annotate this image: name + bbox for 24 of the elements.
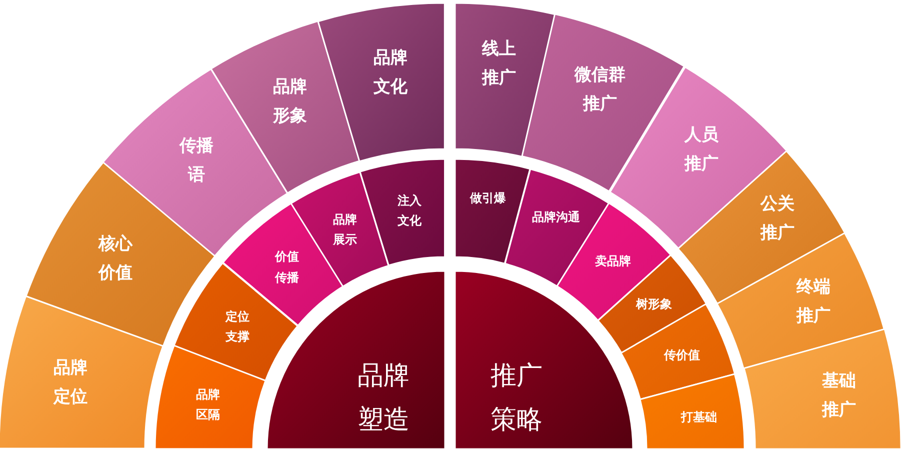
- segment-label: 品牌区隔: [195, 386, 222, 424]
- segment-label: 线上推广: [480, 38, 517, 90]
- segment-label: 价值传播: [274, 248, 300, 286]
- segment-label: 传价值: [662, 346, 702, 364]
- segment-label: 人员推广: [683, 124, 720, 176]
- segment-label: 定位支撑: [224, 308, 250, 346]
- segment-label: 做引爆: [468, 190, 507, 208]
- segment-label: 品牌文化: [372, 46, 408, 99]
- segment-label: 公关推广: [759, 192, 796, 245]
- segment-label: 品牌沟通: [530, 209, 581, 226]
- segment-label: 树形象: [634, 296, 673, 314]
- segment-label: 卖品牌: [594, 252, 632, 270]
- segment-label: 基础推广: [820, 370, 857, 422]
- segment-label: 品牌形象: [272, 76, 308, 128]
- center-label: 品牌塑造: [356, 359, 411, 436]
- segment-label: 品牌定位: [52, 357, 88, 409]
- segment-label: 微信群推广: [573, 64, 627, 116]
- segment-label: 注入文化: [396, 192, 422, 230]
- segment-label: 品牌展示: [332, 211, 358, 249]
- center-label: 推广策略: [489, 359, 544, 436]
- segment-label: 传播语: [178, 135, 214, 188]
- segment-label: 核心价值: [97, 232, 134, 285]
- segment-label: 终端推广: [795, 276, 832, 328]
- segment-label: 打基础: [680, 408, 718, 426]
